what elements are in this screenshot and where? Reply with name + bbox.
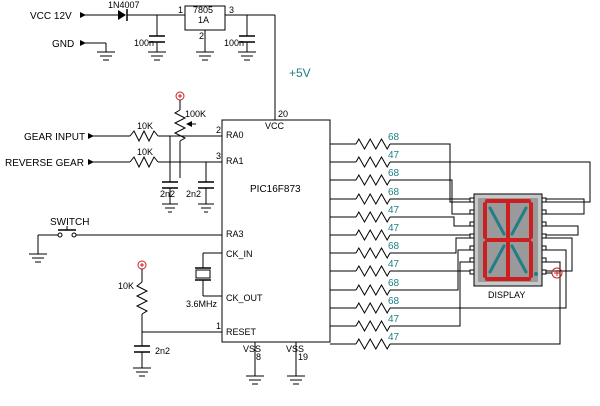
pin-ckout: CK_OUT <box>226 293 263 303</box>
reset-section: 10K 2n2 <box>118 260 222 377</box>
segment-route-right <box>390 161 591 203</box>
segment-resistor <box>355 192 391 206</box>
reg-pin-1: 1 <box>178 5 183 15</box>
segment-resistor <box>355 301 391 315</box>
c1-label: 2n2 <box>160 189 175 199</box>
segment-resistor-group: 68 47 68 68 47 47 68 47 68 68 47 47 <box>330 132 591 351</box>
pin-ra0-num: 2 <box>216 125 221 135</box>
pin-vss1: VSS <box>243 344 261 354</box>
segment-resistor-value: 47 <box>388 332 400 343</box>
segment-route-left <box>390 143 470 203</box>
diode-label: 1N4007 <box>108 0 140 10</box>
mcu-pic16f873: PIC16F873 VCC 20 RA0 2 RA1 3 RA3 CK_IN C… <box>216 109 331 385</box>
reverse-gear-label: REVERSE GEAR <box>5 158 84 169</box>
segment-resistor-value: 68 <box>388 132 400 143</box>
input-section: GEAR INPUT REVERSE GEAR 10K 10K 100K 2n2 <box>5 91 222 263</box>
reset-resistor <box>135 281 149 315</box>
clock-section: 3.6MHz <box>186 252 222 309</box>
pin-reset-num: 1 <box>216 321 221 331</box>
display-segments <box>483 199 533 281</box>
segment-resistor-value: 47 <box>388 223 400 234</box>
segment-resistor <box>355 228 391 242</box>
pin-ckin: CK_IN <box>226 249 253 259</box>
segment-route-left <box>390 237 470 254</box>
resistor-r1 <box>129 129 159 143</box>
segment-resistor <box>355 337 391 351</box>
segment-route-left <box>390 216 470 227</box>
segment-resistor-value: 68 <box>388 168 400 179</box>
pin-reset: RESET <box>226 327 257 337</box>
segment-resistor-value: 47 <box>388 259 400 270</box>
r1-label: 10K <box>137 121 153 131</box>
cap1-label: 100n <box>134 38 154 48</box>
gnd-label: GND <box>52 39 74 50</box>
segment-route-right <box>390 249 567 309</box>
pin-vcc: VCC <box>265 121 285 131</box>
pin-vss1-num: 8 <box>256 352 261 362</box>
pin-ra1-num: 3 <box>216 151 221 161</box>
segment-route-right <box>390 261 561 345</box>
segment-route-left <box>390 261 470 327</box>
vcc-label: VCC 12V <box>30 11 72 22</box>
segment-resistor-value: 47 <box>388 150 400 161</box>
pin-vcc-num: 20 <box>278 109 288 119</box>
pin-ra3: RA3 <box>226 229 244 239</box>
pin-ra0: RA0 <box>226 130 244 140</box>
ground-symbols-top <box>97 51 256 61</box>
segment-resistor-value: 68 <box>388 296 400 307</box>
diode-1n4007 <box>118 9 128 21</box>
cap2-label: 100n <box>224 38 244 48</box>
reset-r-label: 10K <box>118 281 134 291</box>
pin-vss2-num: 19 <box>298 352 308 362</box>
pin-vss2: VSS <box>286 344 304 354</box>
segment-resistor <box>355 319 391 333</box>
c2-label: 2n2 <box>186 189 201 199</box>
segment-resistor <box>355 283 391 297</box>
segment-resistor <box>355 210 391 224</box>
segment-resistor-value: 68 <box>388 278 400 289</box>
segment-route-left <box>390 249 470 291</box>
display-module: DISPLAY <box>469 193 563 300</box>
crystal-label: 3.6MHz <box>186 299 218 309</box>
regulator-current: 1A <box>198 15 209 25</box>
rail-label: +5V <box>289 66 311 80</box>
segment-resistor-value: 47 <box>388 205 400 216</box>
r2-label: 10K <box>137 147 153 157</box>
pin-ra1: RA1 <box>226 156 244 166</box>
crystal <box>195 269 211 279</box>
gear-input-label: GEAR INPUT <box>24 132 85 143</box>
switch-label: SWITCH <box>50 217 89 228</box>
resistor-r2 <box>129 155 159 169</box>
segment-resistor <box>355 246 391 260</box>
regulator-name: 7805 <box>193 5 213 15</box>
display-label: DISPLAY <box>488 290 525 300</box>
reset-c-label: 2n2 <box>155 346 170 356</box>
segment-resistor <box>355 264 391 278</box>
segment-resistor-value: 68 <box>388 187 400 198</box>
display-pins-right <box>541 197 547 275</box>
power-section: VCC 12V 1N4007 7805 1A 1 2 3 100n 100n <box>30 0 311 120</box>
pot-label: 100K <box>185 109 206 119</box>
segment-resistor-value: 68 <box>388 241 400 252</box>
mcu-name: PIC16F873 <box>250 184 301 195</box>
segment-resistor <box>355 137 391 151</box>
segment-resistor <box>355 155 391 169</box>
potentiometer <box>173 109 187 142</box>
segment-resistor-value: 47 <box>388 314 400 325</box>
reg-pin-2: 2 <box>199 31 204 41</box>
segment-route-left <box>390 179 470 215</box>
display-pins-left <box>469 197 475 275</box>
reg-pin-3: 3 <box>229 5 234 15</box>
segment-resistor <box>355 173 391 187</box>
